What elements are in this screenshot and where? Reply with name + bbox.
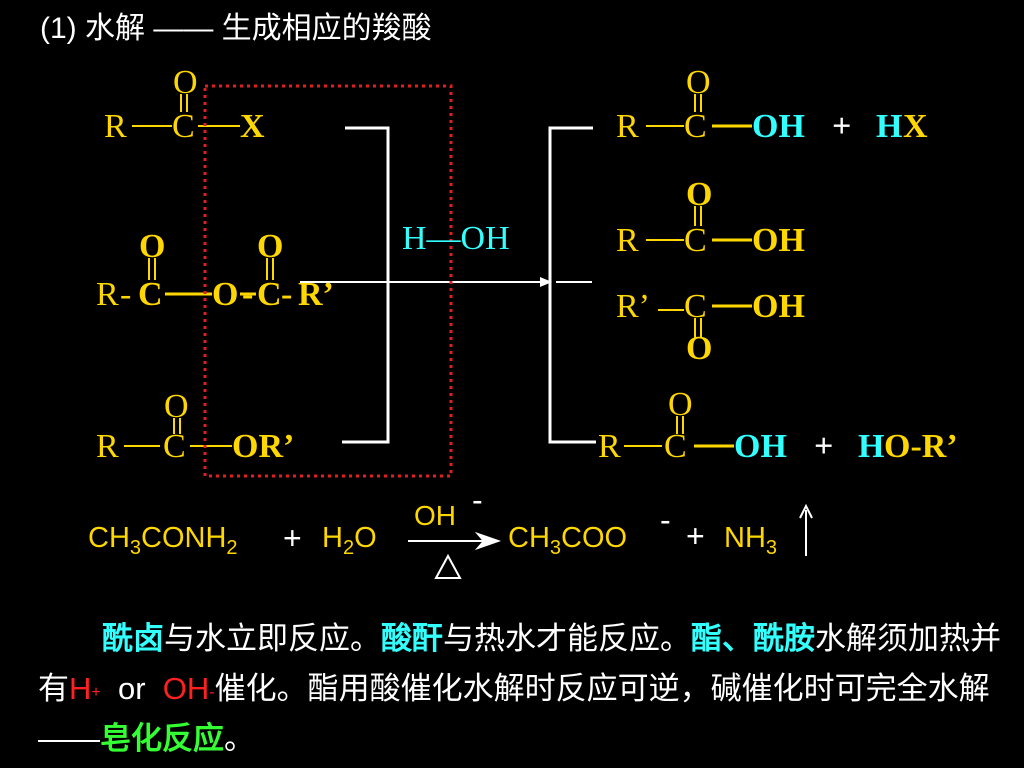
product1-r: R xyxy=(616,108,639,145)
ammonia-formula: NH3 xyxy=(724,522,778,559)
anhydride-c1: C xyxy=(138,276,163,313)
product1-c: C xyxy=(684,108,707,145)
anhydride-c2: C xyxy=(257,276,282,313)
anhydride-term: 酸酐 xyxy=(381,621,443,656)
saponification-term: 皂化反应 xyxy=(100,721,224,756)
amide-plus-2: + xyxy=(686,518,705,554)
product1-hx-x: X xyxy=(903,108,928,145)
product4-h: H xyxy=(858,428,885,465)
product3-oh: OH xyxy=(752,288,805,325)
amide-plus: + xyxy=(283,520,302,556)
ester-or: OR’ xyxy=(232,428,295,465)
amide-reactants: CH3CONH2 xyxy=(88,522,238,559)
ester-amide-term: 酯、酰胺 xyxy=(691,621,815,656)
bonds xyxy=(124,94,752,448)
anhydride-bridge-o: O xyxy=(212,276,239,313)
product2-oh: OH xyxy=(752,222,805,259)
reaction-brackets xyxy=(300,126,596,444)
product4-r: R xyxy=(598,428,621,465)
anhydride-r2: R’ xyxy=(298,276,334,313)
product1-hx-h: H xyxy=(876,108,903,145)
highlight-box xyxy=(203,84,453,478)
acyl-halide-x: X xyxy=(240,108,265,145)
acetate-charge: - xyxy=(660,502,671,538)
product1-carbonyl-o: O xyxy=(686,64,711,101)
acyl-halide-term: 酰卤 xyxy=(102,621,164,656)
product1-oh: OH xyxy=(752,108,805,145)
ester-r: R xyxy=(96,428,119,465)
ester-carbonyl-o: O xyxy=(164,388,189,425)
product2-c: C xyxy=(684,222,707,259)
product4-c: C xyxy=(664,428,687,465)
product2-carbonyl-o: O xyxy=(686,176,713,213)
slide-title: (1) 水解 —— 生成相应的羧酸 xyxy=(40,12,432,45)
reagent-water: H—OH xyxy=(402,220,510,257)
anhydride-o1: O xyxy=(139,228,166,265)
ester-c: C xyxy=(163,428,186,465)
water-formula: H2O xyxy=(322,522,377,559)
summary-paragraph: 酰卤与水立即反应。酸酐与热水才能反应。酯、酰胺水解须加热并有H+ or OH-催… xyxy=(38,621,1001,756)
anhydride-o2: O xyxy=(257,228,284,265)
product3-c: C xyxy=(684,288,707,325)
acetate-formula: CH3COO xyxy=(508,522,628,559)
product4-o-r: O-R’ xyxy=(884,428,958,465)
product3-r-prime: R’ xyxy=(616,288,650,325)
product2-r: R xyxy=(616,222,639,259)
hydroxide-charge: - xyxy=(472,482,483,518)
acyl-halide-r: R xyxy=(104,108,127,145)
acyl-halide-c: C xyxy=(172,108,195,145)
product3-carbonyl-o: O xyxy=(686,330,713,367)
product4-carbonyl-o: O xyxy=(668,386,693,423)
acyl-halide-carbonyl-o: O xyxy=(173,64,198,101)
product4-plus: + xyxy=(814,428,834,465)
amide-arrows xyxy=(408,503,813,579)
product1-plus: + xyxy=(832,108,852,145)
hydroxide-catalyst: OH xyxy=(414,500,456,531)
anhydride-r: R xyxy=(96,276,119,313)
product4-oh: OH xyxy=(734,428,787,465)
